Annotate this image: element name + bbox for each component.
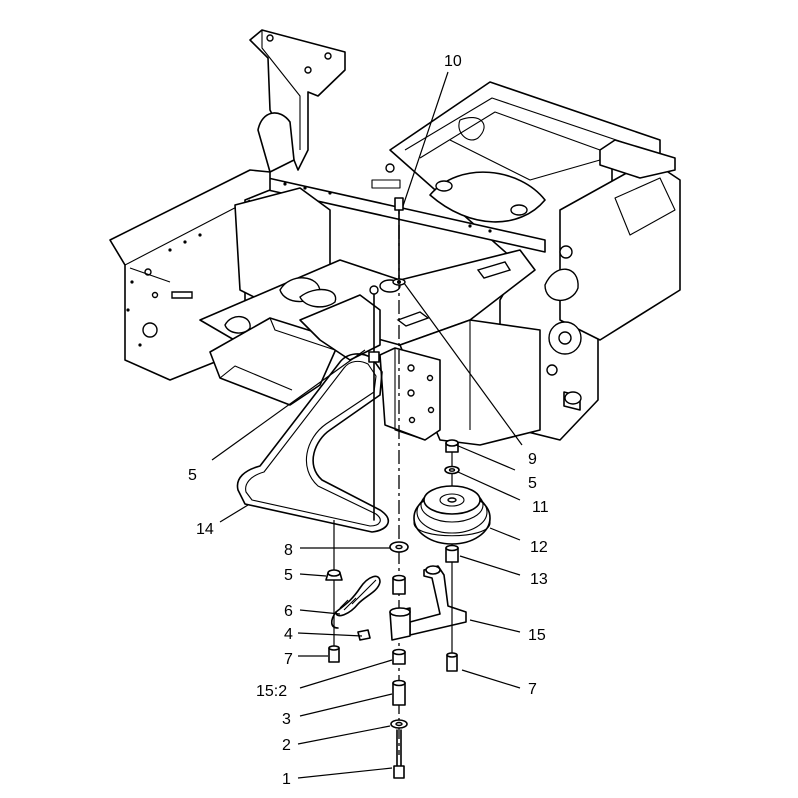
callout-15-2: 15:2: [256, 683, 287, 700]
bolt-left: [328, 645, 340, 663]
washer-right: [444, 465, 460, 475]
drive-belt: [236, 353, 390, 533]
callout-8: 8: [284, 542, 293, 559]
idler-pulley: [413, 485, 491, 545]
callout-10: 10: [444, 53, 462, 70]
callout-3: 3: [282, 711, 291, 728]
callout-7-left: 7: [284, 651, 293, 668]
bolt-long: [392, 197, 406, 286]
mower-frame: [109, 29, 681, 446]
callout-15: 15: [528, 627, 546, 644]
left-axis: [333, 361, 375, 650]
callout-2: 2: [282, 737, 291, 754]
callout-12: 12: [530, 539, 548, 556]
callout-7-right: 7: [528, 681, 537, 698]
pulley-spacer: [445, 544, 459, 563]
callout-13: 13: [530, 571, 548, 588]
callout-labels: 10 9 5 5 11 12 13 14 8 5 6 4 7 15 7 15:2…: [188, 53, 549, 788]
nut-right: [445, 439, 459, 453]
callout-14: 14: [196, 521, 214, 538]
callout-11: 11: [532, 499, 549, 516]
idler-bracket-plate: [379, 347, 441, 441]
spacer-lower: [392, 679, 406, 706]
bolt-right: [446, 652, 458, 672]
callout-6: 6: [284, 603, 293, 620]
flat-washer: [389, 541, 409, 553]
bushing: [392, 648, 406, 665]
callout-9: 9: [528, 451, 537, 468]
spacer-upper: [392, 574, 406, 595]
callout-4: 4: [284, 626, 293, 643]
leader-lines: [211, 71, 523, 779]
nut-left: [325, 569, 343, 581]
callout-1: 1: [282, 771, 291, 788]
callout-5-frame: 5: [188, 467, 197, 484]
callout-5-nut: 5: [284, 567, 293, 584]
bolt-bottom: [393, 729, 405, 779]
callout-5-pulley: 5: [528, 475, 537, 492]
washer-lower: [390, 719, 408, 729]
extension-spring: [330, 575, 381, 629]
